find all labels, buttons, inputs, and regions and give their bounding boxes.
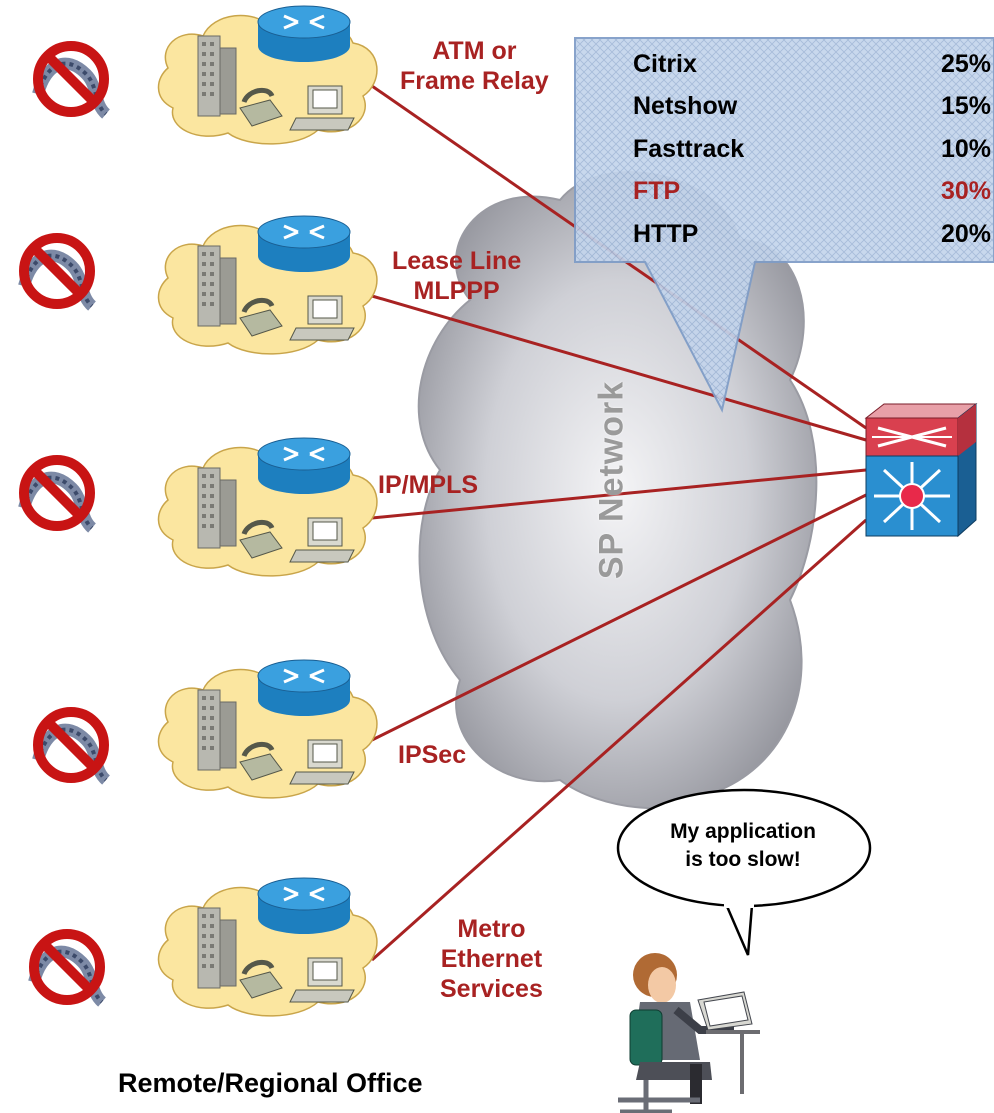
link-ipsec-line	[371, 493, 867, 742]
link-lease-line	[371, 294, 867, 442]
cloud-label: SP Network	[592, 380, 631, 580]
link-label-ipmpls: IP/MPLS	[378, 471, 479, 499]
link-ipmpls-line	[371, 468, 867, 520]
link-label-ipsec: IPSec	[398, 741, 467, 769]
link-label-lease: Lease Line MLPPP	[392, 247, 522, 305]
speech-text: My application is too slow!	[670, 820, 816, 871]
link-metro-line	[371, 518, 867, 962]
link-label-atm: ATM or Frame Relay	[400, 37, 549, 95]
link-label-metro: Metro Ethernet Services	[440, 915, 543, 1003]
office-caption: Remote/Regional Office	[118, 1068, 423, 1098]
